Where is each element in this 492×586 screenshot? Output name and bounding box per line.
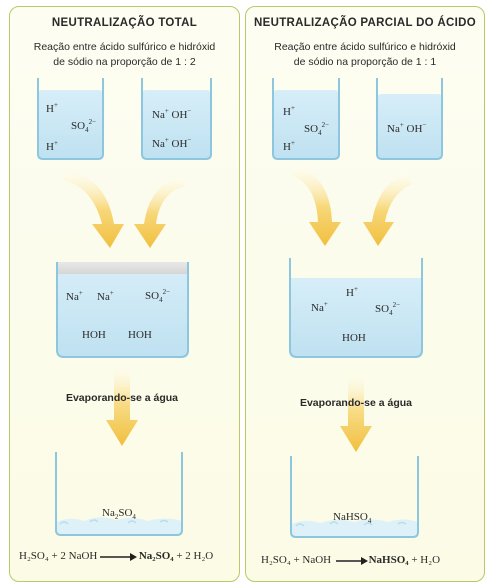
curved-arrow-icon — [363, 174, 412, 246]
svg-text:NaHSO4: NaHSO4 — [333, 511, 372, 525]
beaker-mixed-left: Na+ Na+ SO42− HOH HOH — [56, 262, 189, 358]
svg-text:Na+: Na+ — [97, 289, 114, 303]
beaker-acid-right: H+ SO42− H+ — [272, 78, 340, 160]
svg-text:Na+ OH−: Na+ OH− — [387, 121, 426, 135]
reaction-arrow-icon — [100, 553, 137, 561]
svg-text:H+: H+ — [46, 139, 58, 153]
equation-right: H₂SO₄ + NaOH NaHSO₄ + H₂O — [261, 554, 440, 566]
curved-arrow-icon — [292, 168, 341, 246]
panel-description: Reação entre ácido sulfúrico e hidróxid … — [16, 40, 233, 70]
svg-text:H+: H+ — [283, 104, 295, 118]
beaker-salt-left: Na2SO4 — [55, 452, 183, 536]
product-salt: NaHSO₄ — [368, 554, 409, 566]
beaker-acid-left: H+ SO42− H+ — [37, 78, 104, 160]
panel-title: NEUTRALIZAÇÃO PARCIAL DO ÁCIDO — [254, 17, 476, 29]
desc-line-2: de sódio na proporção de 1 : 1 — [293, 56, 437, 68]
panel-description: Reação entre ácido sulfúrico e hidróxid … — [252, 40, 478, 70]
svg-text:Na2SO4: Na2SO4 — [102, 507, 136, 521]
svg-text:Na+ OH−: Na+ OH− — [152, 107, 191, 121]
panel-title: NEUTRALIZAÇÃO TOTAL — [51, 17, 198, 29]
product-water: + H₂O — [411, 554, 441, 566]
beaker-salt-right: NaHSO4 — [290, 456, 419, 538]
svg-text:Na+: Na+ — [311, 300, 328, 314]
product-salt: Na₂SO₄ — [138, 550, 174, 562]
curved-arrow-icon — [62, 172, 124, 248]
beaker-base-left: Na+ OH− Na+ OH− — [141, 78, 212, 160]
svg-text:H+: H+ — [346, 285, 358, 299]
beaker-base-right: Na+ OH− — [376, 78, 443, 160]
reactant-acid: H₂SO₄ — [19, 550, 49, 562]
beaker-mixed-right: H+ Na+ SO42− HOH — [289, 258, 423, 358]
evaporating-label: Evaporando-se a água — [300, 397, 412, 409]
evaporating-label: Evaporando-se a água — [66, 392, 178, 404]
svg-text:Na+: Na+ — [66, 289, 83, 303]
desc-line-2: de sódio na proporção de 1 : 2 — [53, 56, 196, 68]
equation-left: H₂SO₄ + 2 NaOH Na₂SO₄ + 2 H₂O — [19, 550, 213, 562]
reactant-acid: H₂SO₄ — [261, 554, 291, 566]
desc-line-1: Reação entre ácido sulfúrico e hidróxid — [33, 41, 216, 53]
reactant-base: + 2 NaOH — [51, 550, 98, 562]
desc-line-1: Reação entre ácido sulfúrico e hidróxid — [274, 41, 456, 53]
svg-text:H+: H+ — [46, 101, 58, 115]
svg-text:HOH: HOH — [82, 329, 106, 341]
product-water: + 2 H₂O — [176, 550, 214, 562]
down-arrow-icon — [340, 376, 372, 452]
svg-text:HOH: HOH — [342, 332, 366, 344]
reaction-arrow-icon — [336, 557, 368, 565]
curved-arrow-icon — [134, 178, 186, 248]
svg-text:HOH: HOH — [128, 329, 152, 341]
svg-text:Na+ OH−: Na+ OH− — [152, 136, 191, 150]
reactant-base: + NaOH — [293, 554, 332, 566]
svg-text:H+: H+ — [283, 139, 295, 153]
down-arrow-icon — [106, 368, 138, 446]
